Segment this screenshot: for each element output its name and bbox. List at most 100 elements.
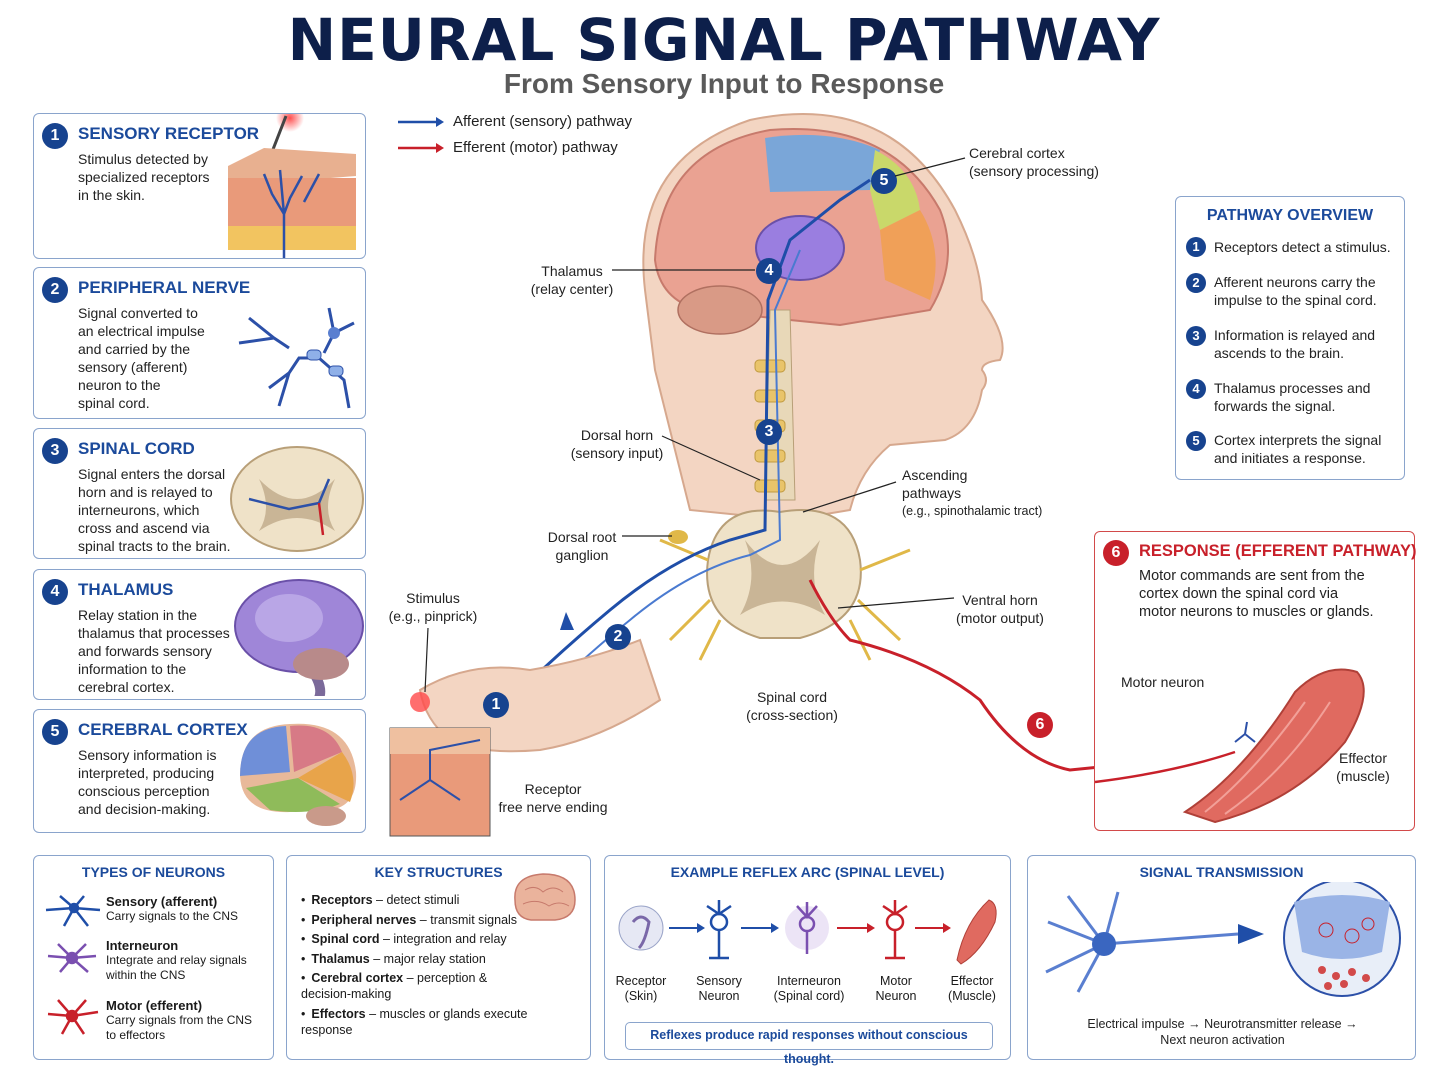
pathway-marker-2: 2 [605, 624, 631, 650]
key-structures-list: Receptors – detect stimuli Peripheral ne… [301, 892, 531, 1041]
neuron-type-icons [45, 895, 101, 1035]
reflex-arc-title: EXAMPLE REFLEX ARC (SPINAL LEVEL) [670, 864, 945, 880]
effector-muscle-icon [956, 899, 997, 965]
label-stimulus: Stimulus(e.g., pinprick) [388, 590, 478, 624]
reflex-label-interneuron: Interneuron(Spinal cord) [773, 974, 845, 1003]
pathway-marker-1: 1 [483, 692, 509, 718]
motor-neuron-icon [882, 900, 908, 960]
pathway-marker-3: 3 [756, 419, 782, 445]
overview-badge: 4 [1186, 379, 1206, 399]
signal-caption: Electrical impulse → Neurotransmitter re… [1087, 1017, 1358, 1047]
reflex-note: Reflexes produce rapid responses without… [625, 1022, 993, 1066]
overview-badge: 5 [1186, 431, 1206, 451]
neuron-icon [1045, 891, 1239, 993]
label-effector: Effector(muscle) [1336, 750, 1390, 784]
signal-transmission-title: SIGNAL TRANSMISSION [1139, 864, 1304, 880]
step-title: SPINAL CORD [78, 439, 195, 458]
reflex-arc-panel: EXAMPLE REFLEX ARC (SPINAL LEVEL) Recept… [604, 855, 1011, 1066]
step-badge: 4 [42, 579, 68, 605]
list-item: Thalamus – major relay station [301, 951, 531, 967]
step-badge: 2 [42, 277, 68, 303]
thalamus-illustration [234, 579, 364, 696]
muscle-illustration [1095, 668, 1365, 824]
step-title: PERIPHERAL NERVE [78, 278, 251, 297]
response-panel: 6 RESPONSE (EFFERENT PATHWAY) Motor comm… [1094, 531, 1416, 831]
pathway-overview-panel: PATHWAY OVERVIEW 1 Receptors detect a st… [1175, 196, 1405, 480]
efferent-pathway [808, 579, 1170, 772]
reflex-label-effector: Effector(Muscle) [948, 974, 996, 1003]
synapse-icon [1283, 882, 1401, 997]
step-title: THALAMUS [78, 580, 174, 599]
motor-neuron-icon [47, 999, 99, 1035]
overview-badge: 3 [1186, 326, 1206, 346]
brain-icon [514, 873, 576, 921]
response-badge: 6 [1103, 540, 1129, 566]
list-item: Peripheral nerves – transmit signals [301, 912, 531, 928]
types-of-neurons-panel: TYPES OF NEURONS Sensory (afferent) Carr… [33, 855, 274, 1060]
spinal-cord-cross-section [659, 509, 911, 661]
sensory-neuron-icon [706, 900, 732, 960]
key-structures-panel: KEY STRUCTURES Receptors – detect stimul… [286, 855, 591, 1060]
legend-arrows [398, 117, 444, 153]
label-ventral-horn: Ventral horn(motor output) [956, 592, 1044, 626]
signal-transmission-panel: SIGNAL TRANSMISSION Electrical impulse →… [1027, 855, 1416, 1060]
legend-efferent: Efferent (motor) pathway [453, 139, 618, 156]
neuron-illustration [238, 307, 355, 409]
label-thalamus: Thalamus(relay center) [530, 263, 614, 297]
label-motor-neuron: Motor neuron [1121, 674, 1205, 690]
neuron-type-motor: Motor (efferent) Carry signals from the … [106, 998, 253, 1042]
neuron-type-interneuron: Interneuron Integrate and relay signals … [106, 938, 247, 982]
step-title: SENSORY RECEPTOR [78, 124, 260, 143]
overview-badge: 1 [1186, 237, 1206, 257]
label-cerebral-cortex: Cerebral cortex(sensory processing) [969, 145, 1099, 179]
spinal-cord-section-illustration [230, 446, 364, 552]
step-badge: 5 [42, 719, 68, 745]
overview-item: Receptors detect a stimulus. [1214, 239, 1391, 255]
list-item: Cerebral cortex – perception & decision-… [301, 970, 531, 1002]
step-badge: 3 [42, 438, 68, 464]
sensory-neuron-icon [45, 895, 101, 927]
page-title: NEURAL SIGNAL PATHWAY [287, 6, 1161, 74]
receptor-skin-icon [618, 905, 664, 951]
interneuron-icon [785, 902, 829, 954]
neuron-type-sensory: Sensory (afferent) Carry signals to the … [106, 894, 239, 923]
brain-lobes-illustration [240, 723, 357, 826]
legend-afferent: Afferent (sensory) pathway [453, 113, 632, 130]
label-spinal-cord: Spinal cord(cross-section) [746, 689, 838, 723]
types-title: TYPES OF NEURONS [81, 864, 226, 880]
skin-layers-illustration [228, 114, 356, 258]
pathway-marker-6: 6 [1027, 712, 1053, 738]
page-subtitle: From Sensory Input to Response [503, 68, 945, 99]
label-dorsal-horn: Dorsal horn(sensory input) [570, 427, 664, 461]
overview-badge: 2 [1186, 273, 1206, 293]
pathway-marker-4: 4 [756, 258, 782, 284]
list-item: Effectors – muscles or glands execute re… [301, 1006, 531, 1038]
key-structures-title: KEY STRUCTURES [374, 864, 503, 880]
overview-title: PATHWAY OVERVIEW [1206, 207, 1374, 224]
reflex-arc-diagram [618, 899, 997, 965]
central-anatomy-diagram [389, 113, 1170, 837]
reflex-label-receptor: Receptor(Skin) [615, 974, 667, 1003]
step-badge: 1 [42, 123, 68, 149]
step-card-cerebral-cortex: 5 CEREBRAL CORTEX Sensory information is… [33, 709, 366, 833]
step-title: CEREBRAL CORTEX [78, 720, 248, 739]
